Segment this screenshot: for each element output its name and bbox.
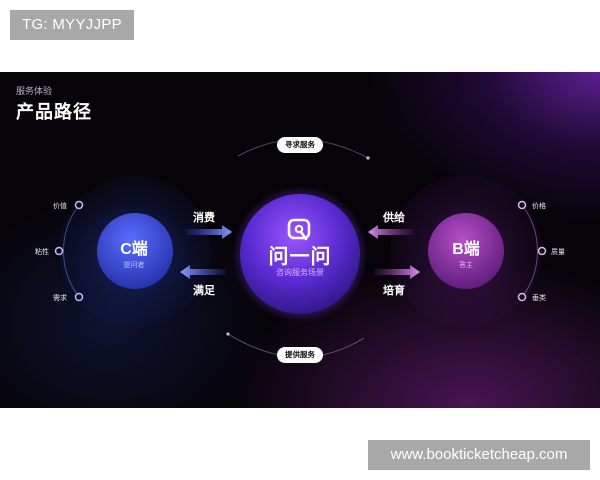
- c-node-subtitle: 提问者: [123, 262, 145, 269]
- center-circle: [240, 194, 360, 314]
- c-node-circle: [97, 213, 173, 289]
- label-supply: 供给: [383, 212, 405, 224]
- arrow-center-to-c: [180, 265, 226, 279]
- b-point-dot-2: [537, 246, 547, 256]
- b-point-vertical: 垂类: [532, 295, 546, 302]
- label-nurture: 培育: [383, 285, 405, 297]
- seek-service-pill: 寻求服务: [277, 137, 323, 153]
- b-point-dot-1: [517, 200, 527, 210]
- arrow-center-to-b: [374, 265, 420, 279]
- diagram-slide: 服务体验 产品路径: [0, 72, 600, 408]
- label-satisfy: 满足: [193, 285, 215, 297]
- b-point-quality: 质量: [551, 249, 565, 256]
- b-point-dot-3: [517, 292, 527, 302]
- bottom-arc-dot: [226, 332, 230, 336]
- c-point-value: 价值: [53, 203, 67, 210]
- c-point-dot-2: [54, 246, 64, 256]
- c-point-dot-3: [74, 292, 84, 302]
- provide-service-pill: 提供服务: [277, 347, 323, 363]
- center-title: 问一问: [268, 246, 332, 268]
- b-node-circle: [428, 213, 504, 289]
- c-point-dot-1: [74, 200, 84, 210]
- c-point-demand: 需求: [53, 295, 67, 302]
- watermark-top: TG: MYYJJPP: [10, 10, 134, 40]
- arrow-c-to-center: [186, 225, 232, 239]
- watermark-bottom: www.bookticketcheap.com: [368, 440, 590, 470]
- b-node-title: B端: [452, 241, 480, 258]
- c-point-stickiness: 粘性: [35, 249, 49, 256]
- b-point-price: 价格: [532, 203, 546, 210]
- center-subtitle: 咨询服务场景: [276, 268, 324, 277]
- top-arc-dot: [366, 156, 370, 160]
- label-consume: 消费: [193, 212, 215, 224]
- diagram-graphics: [54, 139, 547, 358]
- c-node-title: C端: [120, 241, 148, 258]
- slide-subtitle: 服务体验: [16, 86, 53, 96]
- arrow-b-to-center: [368, 225, 414, 239]
- b-node-subtitle: 答主: [459, 262, 473, 269]
- slide-title: 产品路径: [16, 102, 92, 122]
- q-logo-icon: [287, 218, 311, 241]
